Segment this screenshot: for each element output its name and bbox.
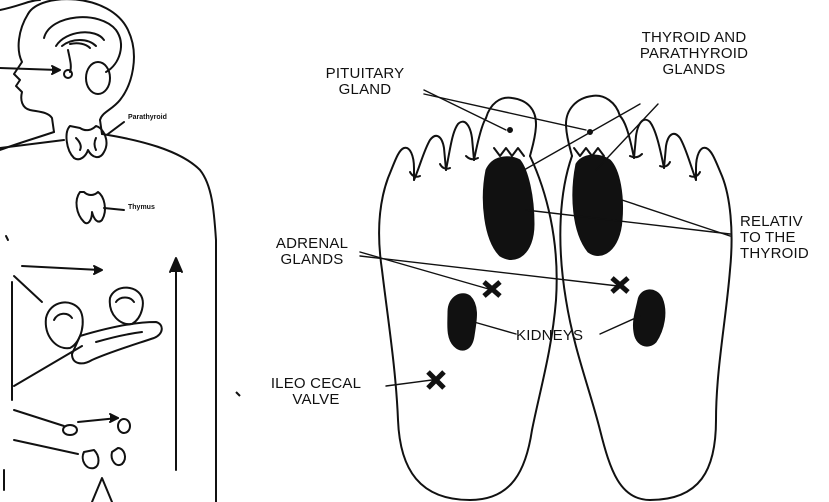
parathyroid-label: Parathyroid	[128, 114, 167, 121]
thyroid-pointer-right	[596, 104, 658, 170]
left-thyroid-zone	[483, 157, 534, 260]
relative-line-3: THYROID	[740, 246, 809, 262]
kidneys-label: KIDNEYS	[516, 328, 583, 344]
right-thyroid-zone	[573, 155, 623, 255]
body-figure	[0, 0, 216, 502]
relative-line-2: TO THE	[740, 230, 809, 246]
thyroid-line-1: THYROID AND	[624, 30, 764, 46]
relative-to-thyroid-label: RELATIV TO THE THYROID	[740, 214, 809, 262]
right-kidney-zone	[633, 290, 664, 346]
thyroid-line-3: GLANDS	[624, 62, 764, 78]
relative-line-1: RELATIV	[740, 214, 809, 230]
ileo-line-2: VALVE	[246, 392, 386, 408]
thyroid-line-2: PARATHYROID	[624, 46, 764, 62]
pituitary-line-2: GLAND	[310, 82, 420, 98]
pituitary-line-1: PITUITARY	[310, 66, 420, 82]
adrenal-pointer-right	[360, 256, 618, 286]
adrenal-line-2: GLANDS	[262, 252, 362, 268]
relative-pointer-left	[526, 210, 730, 234]
ileo-line-1: ILEO CECAL	[246, 376, 386, 392]
adrenal-glands-label: ADRENAL GLANDS	[262, 236, 362, 268]
thyroid-parathyroid-label: THYROID AND PARATHYROID GLANDS	[624, 30, 764, 78]
kidney-pointer-left	[474, 322, 516, 334]
ileo-cecal-valve-label: ILEO CECAL VALVE	[246, 376, 386, 408]
ileocecal-pointer	[386, 380, 432, 386]
left-kidney-zone	[448, 294, 477, 350]
relative-pointer-right	[622, 200, 730, 236]
pituitary-gland-label: PITUITARY GLAND	[310, 66, 420, 98]
thymus-label: Thymus	[128, 204, 155, 211]
adrenal-line-1: ADRENAL	[262, 236, 362, 252]
pituitary-pointer-right	[424, 94, 586, 130]
